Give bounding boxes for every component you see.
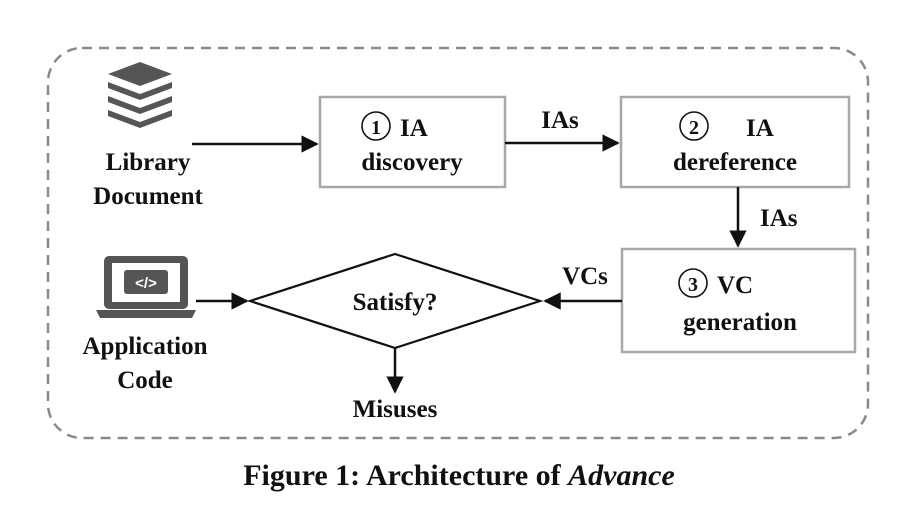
edge-label-ias-1: IAs [541,107,579,134]
step-box-ia-discovery [318,95,507,189]
step-box-vc-generation [620,247,857,354]
step-number-3: 3 [688,274,698,296]
caption-emphasis: Advance [566,459,675,492]
step-box-ia-dereference [619,95,851,189]
step-number-2: 2 [689,117,699,139]
application-label-line1: Application [82,333,207,360]
step-3-line2: generation [683,309,797,336]
stack-icon [108,62,172,128]
library-label-line2: Document [93,183,203,210]
edge-label-vcs: VCs [562,263,608,290]
step-2-line1: IA [746,115,774,142]
decision-label: Satisfy? [353,289,438,316]
step-number-3-circle [678,268,708,298]
output-label-misuses: Misuses [353,396,438,423]
library-label-line1: Library [106,149,191,176]
step-1-line2: discovery [361,149,463,176]
edge-label-ias-2: IAs [760,205,798,232]
step-2-line2: dereference [673,149,797,176]
application-label-line2: Code [117,367,173,394]
step-number-2-circle [679,111,709,141]
caption-prefix: Figure 1: Architecture of [243,459,568,492]
step-number-1: 1 [371,117,381,139]
system-boundary-frame [46,46,870,440]
laptop-code-icon: </> [96,256,196,318]
code-brackets-glyph: </> [135,275,157,292]
figure-caption: Figure 1: Architecture of Advance [243,459,675,492]
step-3-line1: VC [717,272,753,299]
step-number-1-circle [361,111,391,141]
decision-diamond [246,252,544,350]
step-1-line1: IA [400,115,428,142]
